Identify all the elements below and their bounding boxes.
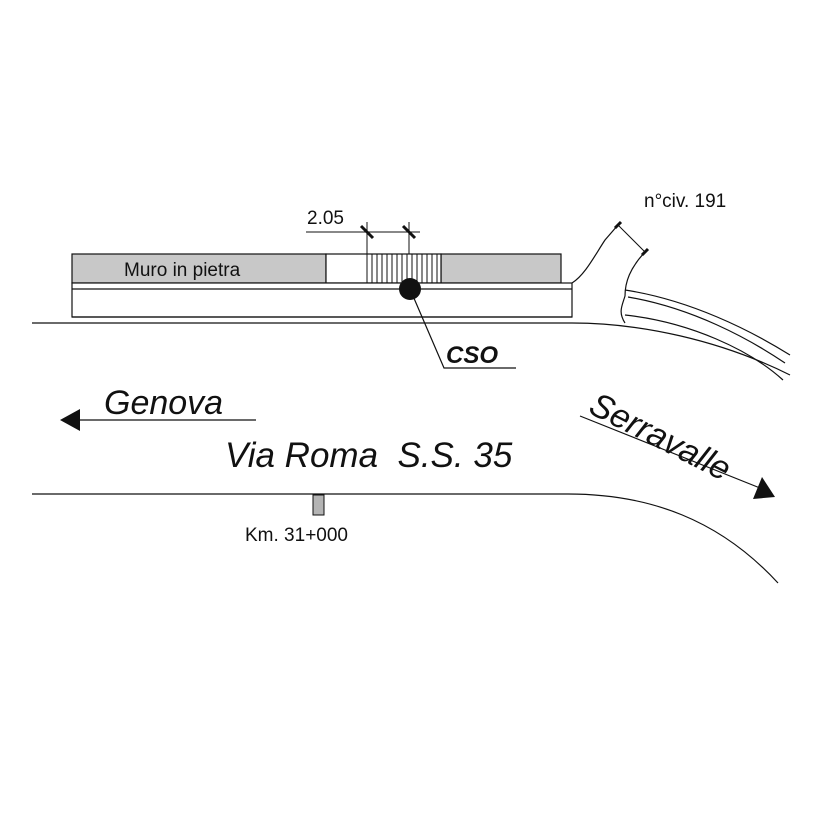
wall-label: Muro in pietra [124,260,241,281]
stone-wall-right [440,253,562,284]
stone-wall-left [71,253,327,284]
entrance-left-post [571,224,619,284]
road-lower-edge [32,493,779,584]
cso-leader [409,288,516,369]
driveway-outer-curve [624,289,791,356]
km-label: Km. 31+000 [245,525,348,546]
genova-arrow-head [60,409,80,431]
dimension-tick-left [359,224,375,240]
entrance-gate-line [617,224,646,253]
sidewalk [71,282,573,318]
road-name-label: Via Roma S.S. 35 [225,436,513,475]
serravalle-label: Serravalle [583,385,737,488]
entrance-tick-2 [640,247,650,257]
cso-label: CSO [446,342,498,369]
genova-label: Genova [104,384,223,422]
hatched-gate [366,254,438,283]
dimension-label: 2.05 [307,208,344,229]
entrance-tick-1 [613,220,623,230]
serravalle-arrow-head [753,477,775,499]
km-marker [312,494,325,516]
driveway-mid-curve [624,314,784,381]
wall-opening [325,253,442,284]
house-number-label: n°civ. 191 [644,191,726,212]
serravalle-arrow-line [579,415,761,489]
driveway-inner-curve [627,296,786,364]
dimension-tick-right [401,224,417,240]
road-upper-edge [32,322,791,376]
entrance-right-post [620,251,646,324]
